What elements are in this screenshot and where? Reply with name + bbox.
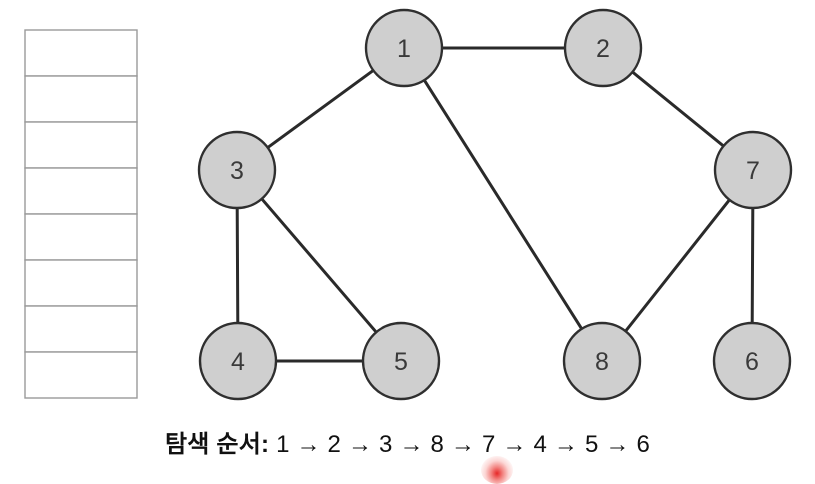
graph-node-label-5: 5 [394, 348, 408, 376]
stack-cell[interactable] [24, 305, 138, 353]
graph-edge-7-8 [623, 197, 732, 334]
stack-cell[interactable] [24, 29, 138, 77]
graph-node-label-8: 8 [595, 348, 609, 376]
graph-node-4[interactable] [198, 321, 278, 401]
graph-edge-3-4 [235, 205, 240, 326]
graph-node-label-6: 6 [745, 348, 759, 376]
caption: 탐색 순서: 1 → 2 → 3 → 8 → 7 → 4 → 5 → 6 [0, 424, 815, 459]
diagram-canvas: 1 2 3 7 4 5 8 6 [24, 8, 793, 401]
graph-node-6[interactable] [712, 321, 792, 401]
caption-label: 탐색 순서: [165, 431, 270, 458]
stack-cell[interactable] [24, 259, 138, 307]
graph-nodes: 1 2 3 7 4 5 8 6 [197, 8, 793, 401]
graph-node-3[interactable] [197, 130, 277, 210]
graph-node-label-3: 3 [230, 157, 244, 185]
graph-edge-3-5 [259, 196, 379, 335]
stack-cell[interactable] [24, 121, 138, 169]
stack-cell[interactable] [24, 75, 138, 123]
graph-node-label-7: 7 [746, 157, 760, 185]
caption-sequence: 1 → 2 → 3 → 8 → 7 → 4 → 5 → 6 [276, 431, 650, 458]
graph-node-7[interactable] [713, 130, 793, 210]
graph-node-5[interactable] [361, 321, 441, 401]
graph-node-label-2: 2 [596, 35, 610, 63]
graph-node-2[interactable] [563, 8, 643, 88]
stack-cell[interactable] [24, 213, 138, 261]
traversal-stack [24, 29, 138, 399]
graph-edge-7-6 [750, 205, 755, 326]
stack-cell[interactable] [24, 167, 138, 215]
graph-edge-2-7 [630, 69, 726, 149]
graph-node-label-4: 4 [231, 348, 245, 376]
stack-cell[interactable] [24, 351, 138, 399]
graph-edge-1-8 [422, 77, 584, 332]
graph-edges [235, 46, 755, 363]
graph-node-1[interactable] [364, 8, 444, 88]
graph-edge-1-3 [265, 68, 376, 150]
graph-node-8[interactable] [562, 321, 642, 401]
graph-node-label-1: 1 [397, 35, 411, 63]
